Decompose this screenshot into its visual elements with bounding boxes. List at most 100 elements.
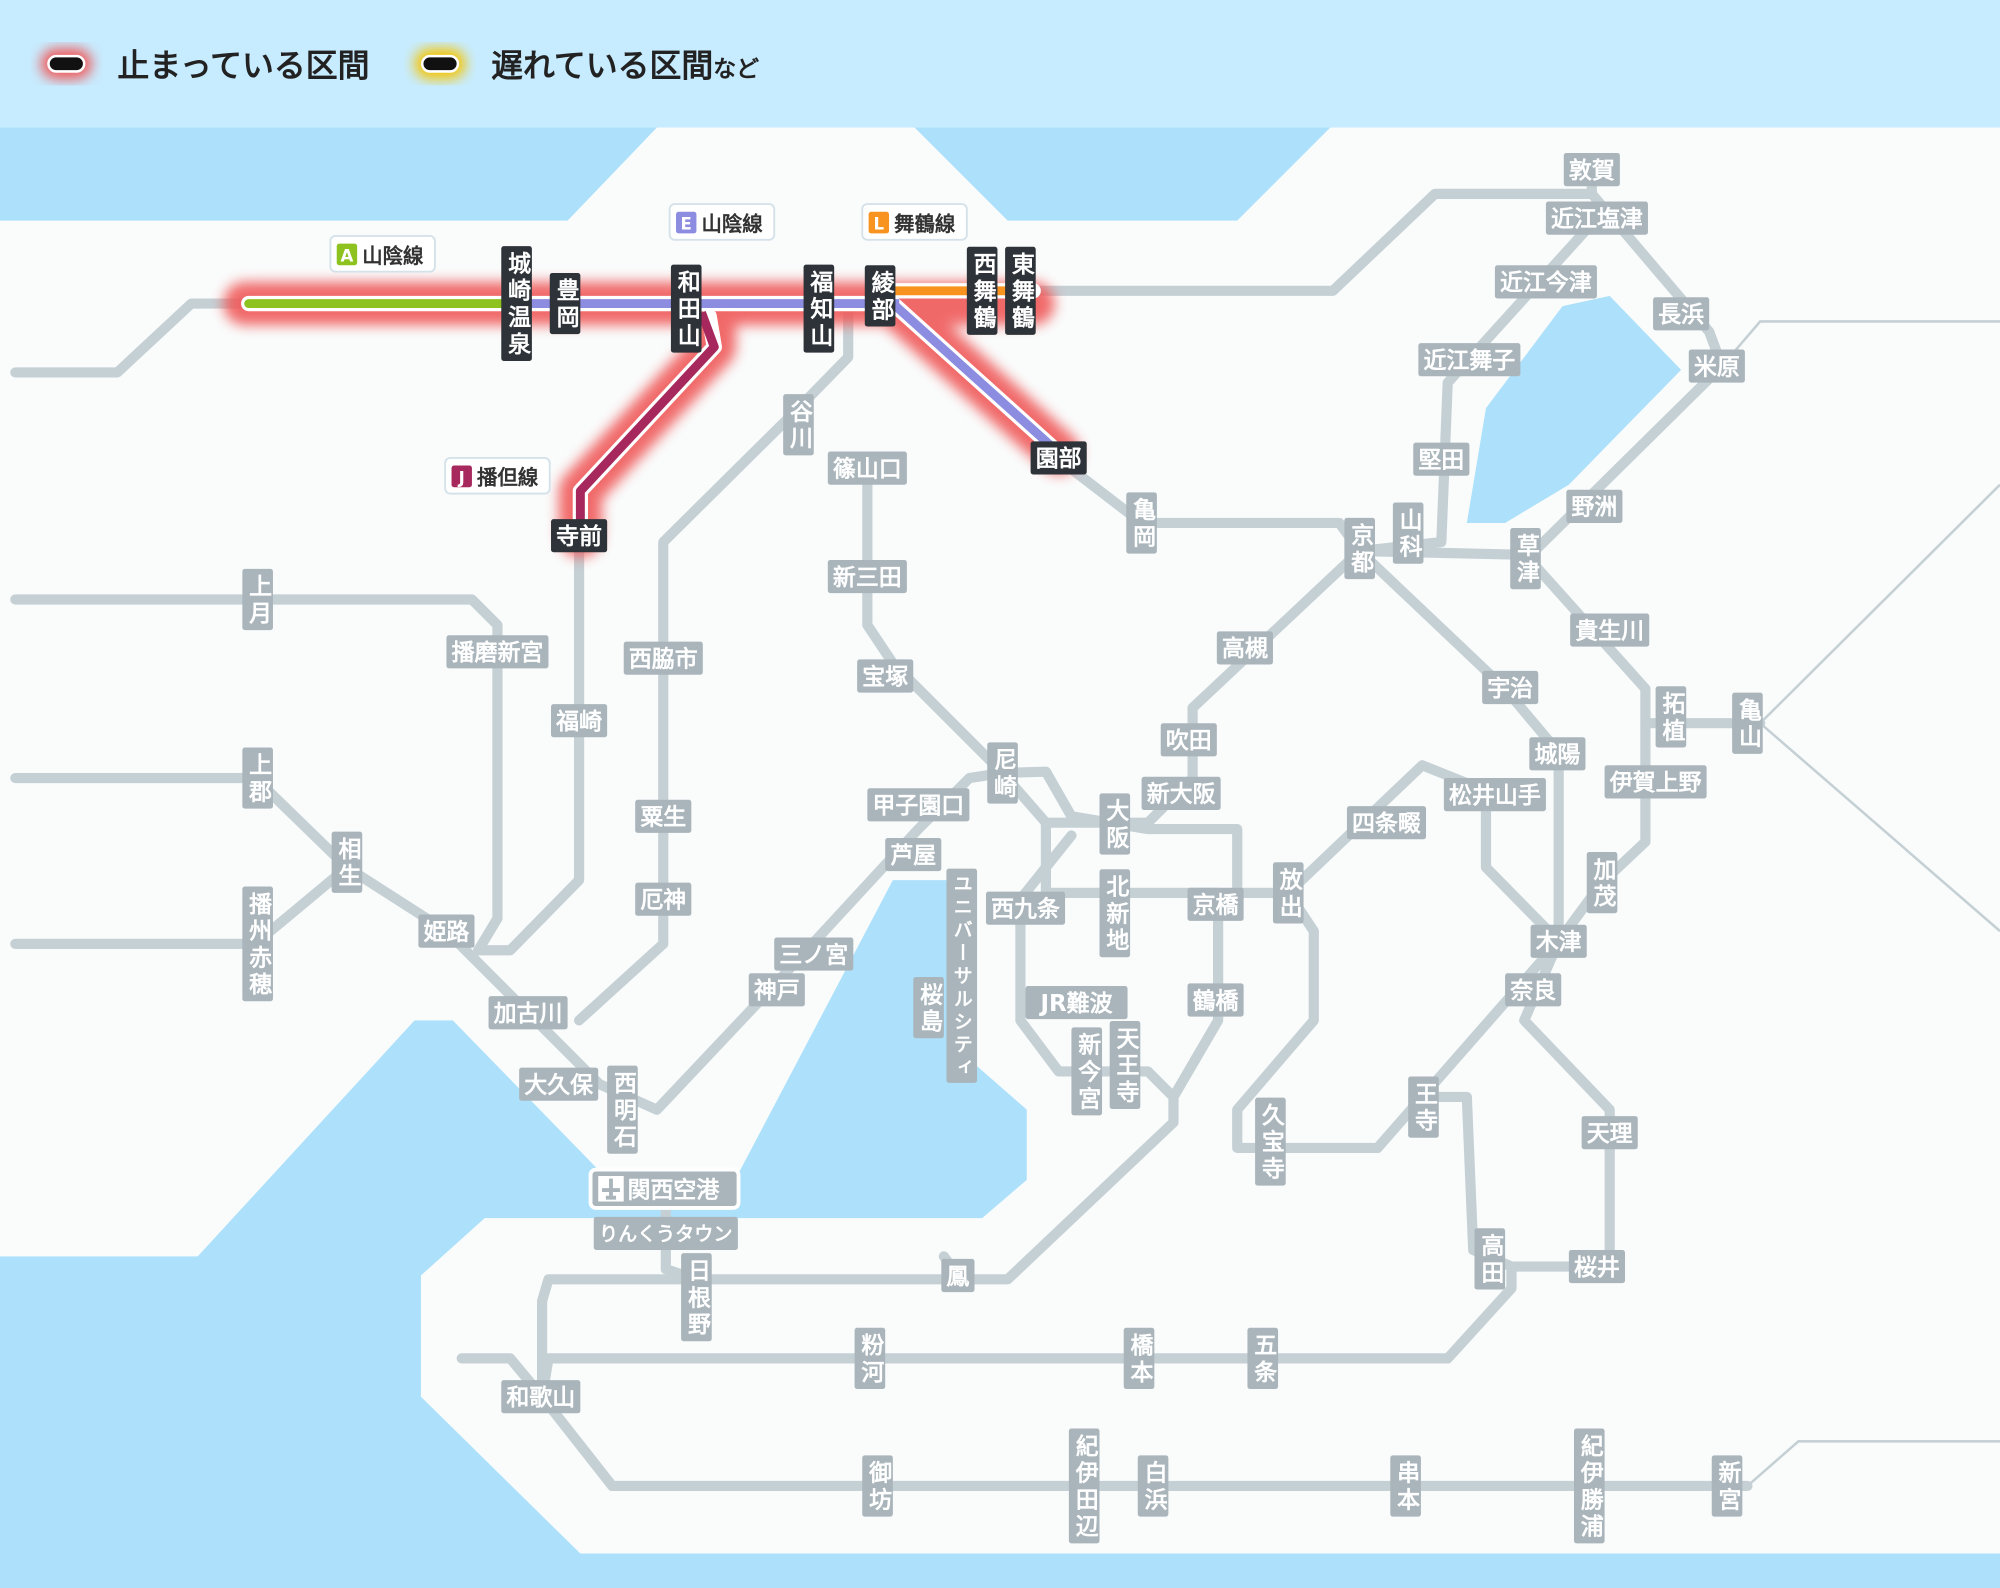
station-label[interactable]: 大阪 [1099, 793, 1131, 855]
line-name: 山陰線 [362, 244, 424, 268]
station-label[interactable]: 新今宮 [1071, 1027, 1103, 1116]
station-label[interactable]: 尼崎 [987, 742, 1018, 804]
station-label[interactable]: 長浜 [1653, 297, 1710, 331]
station-label[interactable]: 相生 [331, 831, 363, 893]
station-label[interactable]: 和歌山 [501, 1380, 581, 1414]
station-label[interactable]: 北新地 [1099, 869, 1131, 958]
station-label[interactable]: 松井山手 [1443, 778, 1546, 812]
station-label[interactable]: 山科 [1392, 502, 1424, 564]
station-label[interactable]: 天王寺 [1109, 1021, 1141, 1110]
station-label[interactable]: 篠山口 [827, 451, 907, 485]
station-label[interactable]: 姫路 [418, 914, 475, 948]
station-label[interactable]: 野洲 [1566, 489, 1623, 523]
station-label[interactable]: 鳳 [941, 1258, 975, 1293]
station-label[interactable]: 鶴橋 [1187, 983, 1244, 1017]
station-label[interactable]: ユニバーサルシティ [946, 868, 978, 1083]
station-label[interactable]: 草津 [1510, 528, 1541, 590]
station-label[interactable]: 桜井 [1568, 1249, 1625, 1284]
station-label[interactable]: 芦屋 [885, 838, 942, 872]
station-label[interactable]: 西九条 [985, 891, 1066, 925]
station-label[interactable]: 神戸 [748, 973, 805, 1007]
station-label[interactable]: 厄神 [635, 882, 692, 916]
station-label[interactable]: 御坊 [862, 1455, 893, 1517]
station-label[interactable]: 加古川 [488, 996, 568, 1030]
station-label[interactable]: 上郡 [242, 747, 273, 809]
station-label[interactable]: 新三田 [827, 559, 907, 594]
affected-station-label[interactable]: 東舞鶴 [1005, 246, 1036, 335]
station-label[interactable]: 京都 [1344, 517, 1375, 580]
station-label[interactable]: 奈良 [1505, 973, 1562, 1007]
station-label[interactable]: 新大阪 [1141, 776, 1221, 810]
station-label[interactable]: 近江塩津 [1545, 201, 1648, 235]
affected-station-label[interactable]: 福知山 [803, 264, 835, 353]
station-label[interactable]: 近江今津 [1494, 265, 1597, 299]
station-label[interactable]: 播州赤穂 [242, 886, 273, 1002]
station-label[interactable]: 拓植 [1655, 686, 1687, 748]
station-label[interactable]: 伊賀上野 [1604, 765, 1707, 799]
station-label[interactable]: 西脇市 [623, 641, 703, 675]
station-label[interactable]: 近江舞子 [1418, 343, 1521, 377]
station-label[interactable]: 放出 [1272, 862, 1304, 924]
station-label[interactable]: 堅田 [1413, 442, 1470, 476]
thin-lines [1720, 320, 2000, 1487]
station-kansai-airport[interactable]: 関西空港 [588, 1167, 741, 1210]
station-label[interactable]: 久宝寺 [1255, 1097, 1286, 1186]
line-J-bantan[interactable] [575, 310, 719, 536]
station-label[interactable]: 加茂 [1586, 852, 1618, 914]
station-label[interactable]: 西明石 [607, 1065, 638, 1154]
affected-station-label[interactable]: 西舞鶴 [966, 246, 998, 335]
affected-station-label[interactable]: 和田山 [670, 264, 702, 353]
station-label[interactable]: 橋本 [1123, 1327, 1155, 1390]
station-label[interactable]: 串本 [1390, 1455, 1421, 1517]
line-E-sanin-south[interactable] [889, 300, 1062, 457]
station-name: 久宝寺 [1257, 1102, 1284, 1183]
station-label[interactable]: 福崎 [551, 704, 608, 738]
station-label[interactable]: 貴生川 [1570, 613, 1650, 647]
station-label[interactable]: 五条 [1247, 1327, 1279, 1390]
station-label[interactable]: 亀岡 [1126, 492, 1157, 554]
station-label[interactable]: 桜島 [913, 977, 944, 1039]
station-label[interactable]: 粉河 [854, 1327, 886, 1390]
station-label[interactable]: 紀伊勝浦 [1573, 1428, 1605, 1544]
station-label[interactable]: 亀山 [1732, 692, 1763, 754]
station-label[interactable]: 米原 [1688, 349, 1745, 383]
station-name: 西明石 [609, 1071, 637, 1151]
station-label[interactable]: 三ノ宮 [774, 937, 854, 971]
station-name: 草津 [1513, 533, 1540, 587]
station-label[interactable]: 粟生 [635, 799, 692, 833]
station-label[interactable]: 播磨新宮 [446, 635, 549, 669]
affected-station-label[interactable]: 城崎温泉 [501, 246, 532, 361]
station-label[interactable]: 天理 [1581, 1116, 1638, 1150]
station-label[interactable]: 京橋 [1187, 887, 1244, 921]
affected-station-label[interactable]: 園部 [1030, 441, 1087, 475]
affected-station-label[interactable]: 寺前 [551, 519, 608, 553]
affected-station-label[interactable]: 豊岡 [549, 272, 581, 335]
station-name: 尼崎 [990, 747, 1017, 801]
station-label[interactable]: 白浜 [1137, 1455, 1169, 1517]
station-label[interactable]: りんくうタウン [593, 1216, 738, 1250]
station-label[interactable]: 敦賀 [1563, 153, 1620, 187]
station-label[interactable]: 高槻 [1216, 631, 1273, 665]
station-label[interactable]: 大久保 [519, 1067, 599, 1101]
station-label[interactable]: 高田 [1474, 1228, 1506, 1290]
station-label[interactable]: 新宮 [1711, 1455, 1743, 1517]
station-label[interactable]: 甲子園口 [867, 788, 970, 822]
station-label[interactable]: 谷川 [783, 394, 814, 456]
station-label[interactable]: 紀伊田辺 [1068, 1428, 1100, 1544]
station-label[interactable]: 上月 [242, 568, 273, 631]
affected-station-label[interactable]: 綾部 [864, 265, 896, 327]
station-name: 奈良 [1509, 977, 1556, 1004]
station-label[interactable]: 四条畷 [1346, 806, 1427, 840]
station-label[interactable]: 日根野 [681, 1253, 712, 1342]
station-label[interactable]: 吹田 [1160, 723, 1217, 757]
station-label[interactable]: 王寺 [1408, 1076, 1439, 1138]
station-label[interactable]: 宇治 [1482, 670, 1539, 705]
station-label[interactable]: JR難波 [1025, 985, 1128, 1020]
station-label[interactable]: 木津 [1530, 924, 1587, 958]
station-label[interactable]: 宝塚 [857, 659, 914, 693]
station-label[interactable]: 城陽 [1529, 737, 1586, 771]
